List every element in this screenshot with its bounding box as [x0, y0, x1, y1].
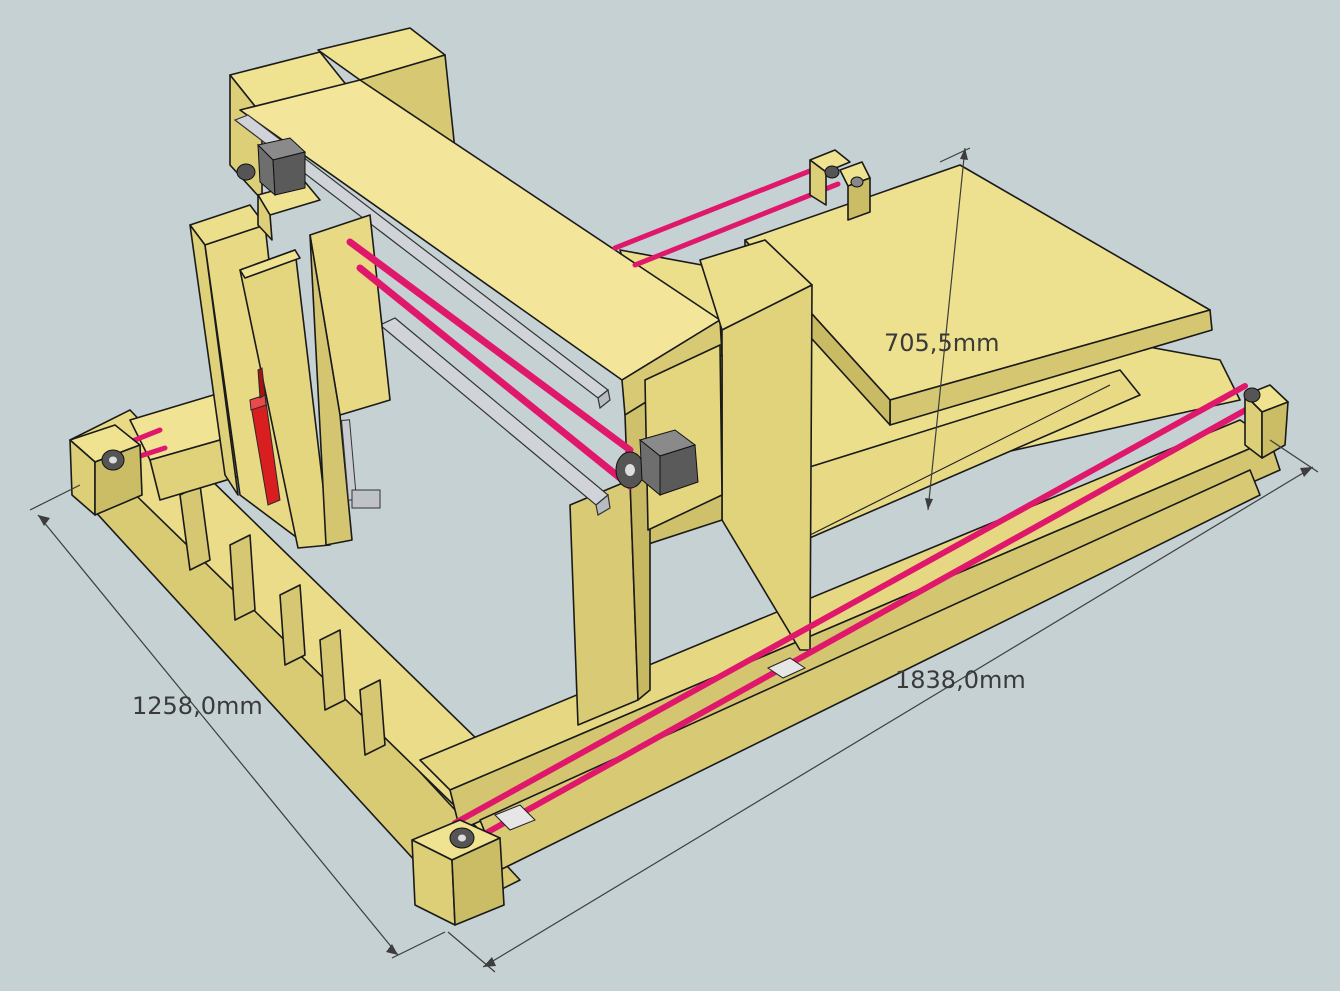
motor-gantry-top	[256, 137, 307, 197]
width-label: 1258,0mm	[132, 692, 263, 720]
mount-plates	[494, 657, 807, 831]
dimension-length: 1838,0mm	[447, 439, 1319, 973]
pulleys	[101, 163, 1261, 849]
z-carriage	[189, 181, 391, 549]
rear-belt-lower	[632, 181, 841, 268]
length-label: 1838,0mm	[895, 666, 1026, 694]
motor-gantry-right	[638, 429, 699, 497]
gantry-belt-lower	[356, 264, 634, 490]
gantry-belt-upper	[346, 238, 634, 454]
pulley-rear-right	[824, 165, 864, 188]
spindle	[249, 367, 281, 506]
front-belt-lower	[467, 399, 1263, 845]
front-belt-upper	[452, 383, 1248, 826]
rear-belt-upper	[612, 160, 833, 251]
pulley-front-left	[449, 827, 475, 849]
pulley-rear-left	[101, 449, 125, 471]
dimension-height: 705,5mm	[884, 147, 999, 511]
height-label: 705,5mm	[884, 329, 999, 357]
stepper-motors	[256, 137, 699, 497]
gantry-rails	[233, 114, 611, 516]
belts	[107, 160, 1263, 845]
support-ribs	[179, 484, 386, 756]
dimension-width: 1258,0mm	[29, 484, 446, 959]
pulley-gantry-left	[236, 163, 256, 181]
pulley-front-right	[1243, 387, 1261, 403]
pulley-gantry-right	[615, 451, 645, 489]
